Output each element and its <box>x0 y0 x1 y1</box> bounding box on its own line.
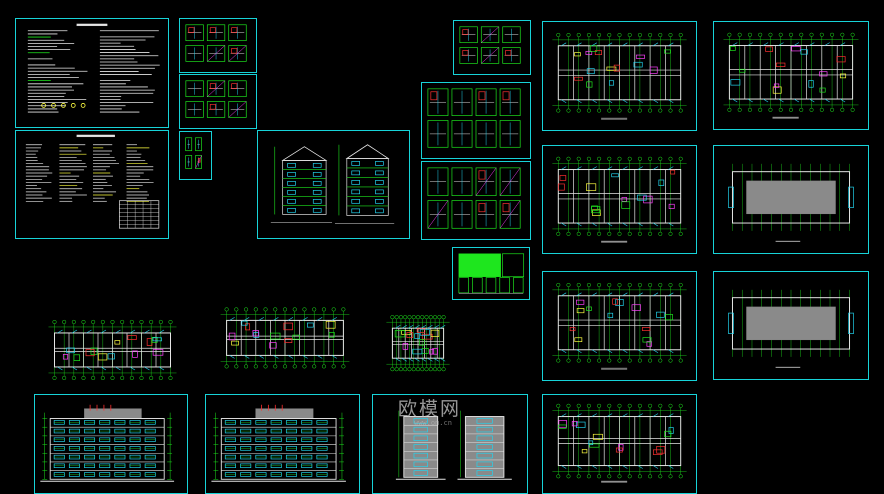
loose-plan-3-drawing <box>386 315 450 372</box>
loose-plan-1-drawing <box>48 319 177 381</box>
gable-elevations-sheet-drawing <box>270 144 395 224</box>
detail-sheet-2-drawing <box>185 80 247 118</box>
floor-plan-sheet-2[interactable] <box>713 21 869 130</box>
loose-plan-1[interactable] <box>40 318 185 386</box>
loose-plan-2-drawing <box>220 307 350 369</box>
watermark-text: 欧模网 <box>398 398 462 420</box>
side-elevation-sheet-drawing <box>395 410 512 480</box>
detail-sheet-1[interactable] <box>179 18 257 73</box>
loose-plan-2[interactable] <box>212 305 358 375</box>
design-notes-sheet-drawing <box>27 23 160 113</box>
watermark-url: www.om.cn <box>414 419 452 427</box>
design-notes-sheet[interactable] <box>15 18 169 128</box>
stair-section-sheet-2-drawing <box>427 167 521 229</box>
door-window-table-sheet[interactable] <box>15 130 169 239</box>
detail-sheet-2[interactable] <box>179 74 257 129</box>
side-elevation-sheet[interactable] <box>372 394 528 494</box>
floor-plan-sheet-4-drawing <box>552 282 687 370</box>
floor-plan-sheet-1-drawing <box>552 32 687 120</box>
roof-plan-sheet-2-drawing <box>728 289 854 368</box>
stair-section-sheet-3[interactable] <box>453 20 531 75</box>
elevation-sheet-1-drawing <box>40 404 175 482</box>
door-window-table-sheet-drawing <box>25 134 160 229</box>
floor-plan-sheet-2-drawing <box>723 32 859 119</box>
detail-sheet-1-drawing <box>185 24 247 62</box>
floor-plan-sheet-5[interactable] <box>542 394 697 494</box>
elevation-sheet-2-drawing <box>211 404 346 482</box>
green-detail-sheet-drawing <box>458 253 525 294</box>
floor-plan-sheet-1[interactable] <box>542 21 697 131</box>
floor-plan-sheet-3[interactable] <box>542 145 697 254</box>
loose-plan-3[interactable] <box>386 315 450 375</box>
floor-plan-sheet-5-drawing <box>552 403 687 483</box>
stair-section-sheet-1-drawing <box>427 88 521 148</box>
floor-plan-sheet-3-drawing <box>552 156 687 243</box>
floor-plan-sheet-4[interactable] <box>542 271 697 381</box>
stair-section-sheet-2[interactable] <box>421 161 531 240</box>
roof-plan-sheet-2[interactable] <box>713 271 869 380</box>
elevation-sheet-1[interactable] <box>34 394 188 494</box>
stair-section-sheet-3-drawing <box>459 26 521 64</box>
elevation-sheet-2[interactable] <box>205 394 360 494</box>
roof-plan-sheet-1[interactable] <box>713 145 869 254</box>
stair-section-sheet-1[interactable] <box>421 82 531 159</box>
roof-plan-sheet-1-drawing <box>728 163 854 242</box>
green-detail-sheet[interactable] <box>452 247 530 300</box>
detail-sheet-3-drawing <box>185 137 202 169</box>
gable-elevations-sheet[interactable] <box>257 130 410 239</box>
detail-sheet-3[interactable] <box>179 131 212 180</box>
